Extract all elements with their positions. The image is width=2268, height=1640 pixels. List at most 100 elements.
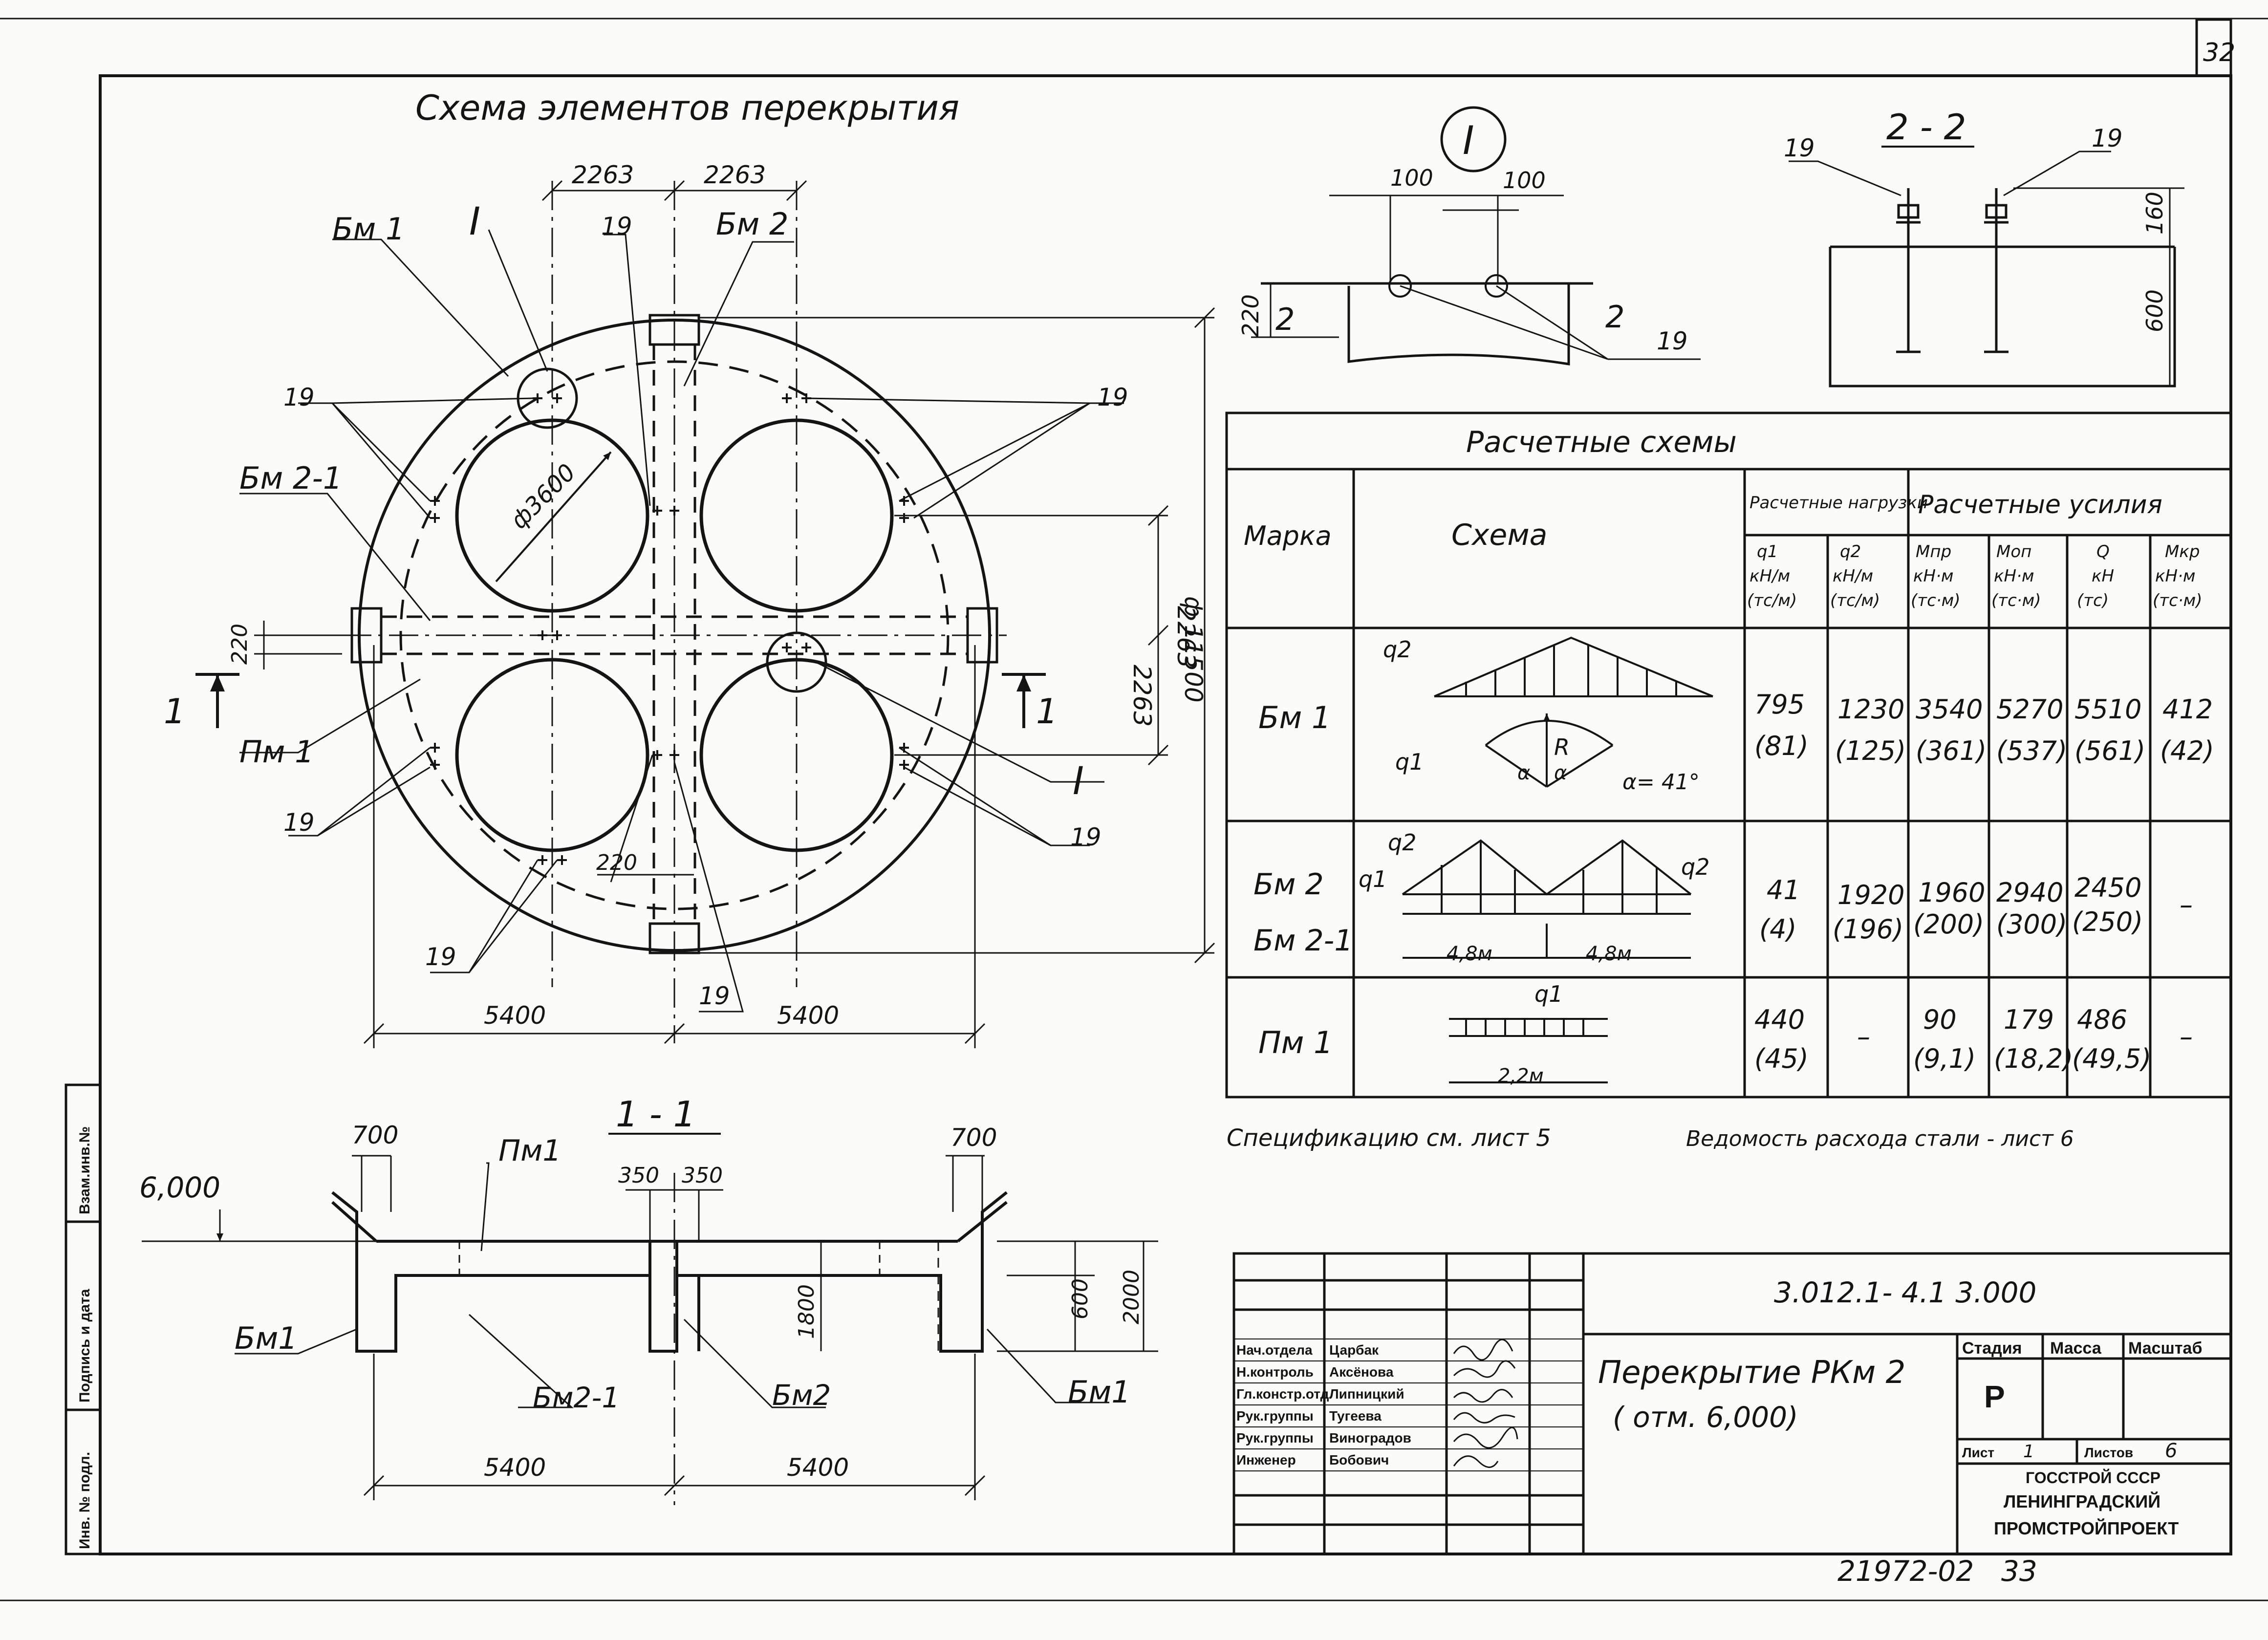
svg-text:кН/м: кН/м [1750, 566, 1790, 586]
section11-dim-600: 600 [1068, 1278, 1093, 1319]
plan-label-19-lower-right: 19 [1070, 823, 1102, 851]
margin-signature-date: Подпись и дата [77, 1289, 93, 1403]
section11-dim-350-right: 350 [682, 1163, 723, 1188]
row-mark-pm1: Пм 1 [1258, 1025, 1333, 1060]
svg-text:Липницкий: Липницкий [1329, 1386, 1404, 1402]
scheme-bm1-q2: q2 [1383, 636, 1411, 663]
svg-text:1960: 1960 [1918, 877, 1985, 908]
hole-diameter-label: ф3600 [505, 458, 581, 534]
tb-scale-header: Масштаб [2128, 1339, 2202, 1358]
plan-label-bm2: Бм 2 [716, 206, 788, 242]
svg-text:(тс·м): (тс·м) [1991, 591, 2041, 610]
plan-label-bm2-1: Бм 2-1 [239, 460, 342, 496]
svg-text:(361): (361) [1916, 735, 1987, 766]
scheme-bm2-q2-left: q2 [1388, 829, 1416, 856]
bottom-page-number: 33 [2001, 1554, 2037, 1588]
svg-text:2450: 2450 [2074, 872, 2141, 903]
svg-text:–: – [2180, 1021, 2193, 1052]
section11-title: 1 - 1 [616, 1094, 695, 1135]
section11-label-pm1: Пм1 [498, 1134, 562, 1168]
svg-text:(200): (200) [1913, 909, 1984, 940]
tb-mass-header: Масса [2050, 1339, 2102, 1358]
svg-text:90: 90 [1923, 1004, 1957, 1035]
tb-org-2: ЛЕНИНГРАДСКИЙ [2004, 1491, 2160, 1511]
scheme-bm1-alpha-right: α [1554, 762, 1567, 784]
detail-I-title: I [1463, 118, 1474, 163]
svg-text:Рук.группы: Рук.группы [1236, 1408, 1314, 1424]
svg-text:(561): (561) [2074, 735, 2145, 766]
tb-sheets-no: 6 [2165, 1440, 2177, 1462]
scheme-pm1-q1: q1 [1534, 981, 1563, 1007]
svg-text:179: 179 [2004, 1004, 2054, 1035]
plan-label-19-lower-left: 19 [283, 808, 315, 837]
dim-2263-right-upper: 2263 [1172, 606, 1200, 668]
section22-label-19-left: 19 [1784, 134, 1815, 162]
plan-label-bm1: Бм 1 [332, 211, 405, 247]
svg-text:q2: q2 [1840, 542, 1861, 561]
dim-220-left: 220 [227, 624, 252, 665]
table-values: 795 (81) 1230 (125) 3540 (361) 5270 (537… [1754, 689, 2214, 1074]
row-mark-bm2-1: Бм 2-1 [1253, 924, 1353, 958]
section11-dim-1800: 1800 [794, 1284, 819, 1339]
svg-text:Q: Q [2096, 542, 2110, 561]
dim-5400-left: 5400 [484, 1001, 546, 1030]
svg-text:Гл.констр.отд: Гл.констр.отд [1236, 1386, 1329, 1402]
svg-text:1920: 1920 [1837, 880, 1904, 910]
dim-2263-top-left: 2263 [572, 161, 634, 189]
table-header-loads: Расчетные нагрузки [1750, 493, 1928, 513]
scheme-bm2-span-left: 4,8м [1447, 943, 1492, 965]
dim-5400-right: 5400 [777, 1001, 839, 1030]
svg-text:–: – [2180, 889, 2193, 920]
dim-2263-right-lower: 2263 [1128, 665, 1156, 727]
svg-text:кН·м: кН·м [2155, 566, 2196, 586]
table-title: Расчетные схемы [1466, 425, 1737, 459]
margin-stamp: Инв. № подл. Подпись и дата Взам.инв.№ [65, 1083, 102, 1555]
svg-text:кН·м: кН·м [1994, 566, 2034, 586]
section11-dim-700-right: 700 [950, 1123, 997, 1152]
tb-sheets-label: Листов [2084, 1445, 2133, 1460]
svg-text:Инженер: Инженер [1236, 1452, 1296, 1467]
section-2-2: 2 - 2 19 19 160 600 [1784, 107, 2184, 388]
svg-text:(300): (300) [1996, 909, 2067, 940]
svg-text:(45): (45) [1754, 1043, 1809, 1074]
tb-name-line1: Перекрытие РКм 2 [1598, 1355, 1905, 1391]
scheme-bm1-R: R [1554, 734, 1570, 760]
table-header-scheme: Схема [1451, 518, 1547, 552]
sheet-frame [0, 18, 2268, 1601]
scheme-bm1-alpha-left: α [1517, 762, 1530, 784]
detail-I-sec2-right: 2 [1605, 299, 1624, 335]
plan-label-19-bottom-left: 19 [425, 943, 456, 971]
plan-label-19-top: 19 [601, 212, 632, 240]
svg-text:(49,5): (49,5) [2072, 1043, 2151, 1074]
tb-sheet-label: Лист [1962, 1445, 1994, 1460]
table-subheaders: q1 кН/м (тс/м) q2 кН/м (тс/м) Мпр кН·м (… [1747, 542, 2203, 610]
calc-table: Расчетные схемы Марка Схема Расчетные на… [1225, 411, 2232, 1099]
plan-label-detail-I-2: I [1073, 759, 1084, 803]
detail-I-label-19: 19 [1657, 327, 1688, 355]
scheme-bm1-q1: q1 [1395, 749, 1424, 775]
plan-label-19-left: 19 [283, 383, 315, 411]
detail-I: I 100 100 220 2 2 19 [1237, 106, 1701, 366]
scheme-sketch-bm1 [1434, 636, 1713, 788]
svg-text:(18,2): (18,2) [1994, 1043, 2073, 1074]
table-header-mark: Марка [1244, 520, 1332, 551]
scheme-sketch-pm1 [1449, 1018, 1608, 1083]
svg-text:(42): (42) [2160, 735, 2214, 766]
tb-name-line2: ( отм. 6,000) [1613, 1401, 1798, 1434]
section11-dim-5400-left: 5400 [484, 1453, 546, 1482]
svg-text:(537): (537) [1996, 735, 2067, 766]
svg-text:Аксёнова: Аксёнова [1329, 1364, 1394, 1380]
svg-text:Царбак: Царбак [1329, 1342, 1379, 1358]
svg-text:Мпр: Мпр [1916, 542, 1951, 561]
svg-text:486: 486 [2077, 1004, 2127, 1035]
plan-label-pm1: Пм 1 [239, 734, 314, 770]
svg-text:(81): (81) [1754, 731, 1809, 761]
svg-text:(тс·м): (тс·м) [1911, 591, 1961, 610]
plan-title: Схема элементов перекрытия [415, 88, 959, 128]
section11-dim-5400-right: 5400 [787, 1453, 849, 1482]
svg-text:1230: 1230 [1837, 694, 1904, 725]
section11-label-bm1-right: Бм1 [1068, 1374, 1131, 1410]
section11-label-bm1-left: Бм1 [235, 1320, 298, 1356]
svg-text:(9,1): (9,1) [1913, 1043, 1976, 1074]
detail-I-dim-100-right: 100 [1503, 167, 1546, 194]
